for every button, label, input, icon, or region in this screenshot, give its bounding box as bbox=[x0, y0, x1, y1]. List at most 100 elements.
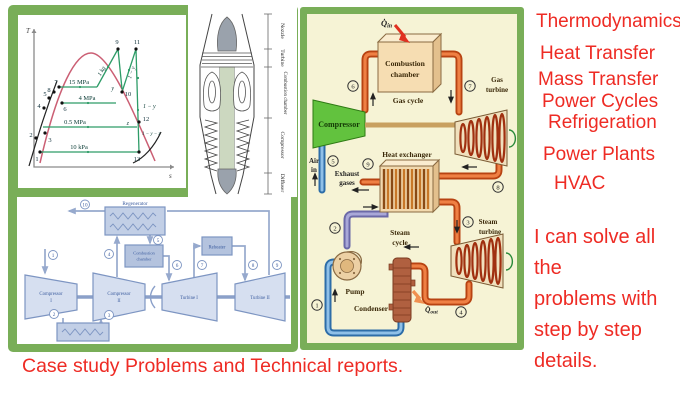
gas-turbine-schematic-figure: Regenerator Combustion chamber Reheater … bbox=[24, 199, 290, 342]
svg-text:Compressor: Compressor bbox=[107, 292, 131, 297]
ts-axis-y-label: T bbox=[26, 27, 31, 35]
topic-power-plants: Power Plants bbox=[543, 144, 655, 165]
topic-hvac: HVAC bbox=[554, 173, 606, 194]
regenerator-box bbox=[104, 206, 166, 236]
steam-turbine-label: Steam bbox=[479, 218, 498, 226]
steam-cycle-label2: cycle bbox=[392, 238, 408, 247]
svg-text:4: 4 bbox=[108, 252, 111, 258]
pitch-line-2: problems with bbox=[534, 288, 658, 310]
q-in-arrow bbox=[393, 24, 410, 43]
turbine1-shape bbox=[161, 272, 218, 322]
svg-text:9: 9 bbox=[115, 39, 118, 46]
svg-text:12: 12 bbox=[143, 116, 150, 123]
q-out-label: Q̇out bbox=[425, 304, 438, 316]
shaft-rotation-symbol bbox=[149, 285, 156, 309]
turbine2-shape bbox=[234, 272, 286, 322]
compressor-component bbox=[312, 99, 366, 149]
left-collage-panel: T s bbox=[8, 5, 298, 352]
svg-text:6: 6 bbox=[176, 263, 179, 269]
svg-text:1: 1 bbox=[315, 302, 318, 309]
engine-nozzle-cone bbox=[217, 16, 237, 52]
ts-axis-x-label: s bbox=[169, 172, 172, 180]
reheater-box bbox=[201, 236, 233, 256]
services-column: Thermodynamics Heat Transfer Mass Transf… bbox=[530, 6, 680, 377]
engine-combustion-tubes bbox=[203, 71, 251, 112]
air-in-label: Air bbox=[309, 157, 319, 165]
svg-text:3: 3 bbox=[466, 219, 470, 226]
exhaust-gases-label2: gases bbox=[339, 179, 355, 187]
svg-text:10 kPa: 10 kPa bbox=[70, 144, 88, 151]
svg-text:1 − y − z: 1 − y − z bbox=[142, 132, 160, 137]
heat-exchanger-component bbox=[378, 158, 441, 214]
compressor2-shape bbox=[92, 272, 146, 322]
combustion-chamber-component bbox=[376, 32, 443, 94]
ts-axes bbox=[31, 29, 174, 170]
svg-text:Turbine: Turbine bbox=[279, 49, 285, 67]
svg-text:6: 6 bbox=[351, 83, 355, 90]
combined-cycle-figure: Combustion chamber Q̇in Compressor bbox=[309, 18, 517, 337]
svg-text:Turbine II: Turbine II bbox=[250, 296, 270, 301]
condenser-component bbox=[388, 257, 416, 323]
svg-text:Diffuser: Diffuser bbox=[279, 174, 286, 193]
compressor1-shape bbox=[24, 274, 78, 320]
svg-text:9: 9 bbox=[366, 161, 370, 168]
ts-state-points bbox=[34, 47, 141, 154]
engine-compressor-coils bbox=[203, 119, 251, 172]
svg-text:2: 2 bbox=[53, 312, 56, 318]
svg-text:I: I bbox=[50, 299, 52, 304]
engine-shaft-body bbox=[219, 66, 235, 174]
svg-text:5: 5 bbox=[157, 238, 160, 244]
svg-text:Compressor: Compressor bbox=[279, 131, 285, 158]
svg-text:6: 6 bbox=[63, 106, 67, 113]
topic-thermodynamics: Thermodynamics bbox=[536, 11, 680, 32]
svg-text:Nozzle: Nozzle bbox=[279, 23, 285, 39]
svg-text:4: 4 bbox=[37, 103, 41, 110]
steam-turbine-rotation-icon bbox=[505, 252, 514, 271]
pitch-line-4: details. bbox=[534, 350, 598, 372]
svg-text:y: y bbox=[110, 86, 114, 92]
topic-mass-transfer: Mass Transfer bbox=[538, 69, 659, 90]
q-in-label: Q̇in bbox=[381, 18, 393, 30]
svg-text:8: 8 bbox=[496, 184, 500, 191]
air-in-label2: in bbox=[311, 166, 317, 174]
schematic-labels: Regenerator Combustion chamber Reheater … bbox=[39, 201, 270, 304]
svg-text:4: 4 bbox=[459, 309, 463, 316]
engine-dimension-line bbox=[264, 13, 272, 195]
engine-section-labels: Nozzle Turbine Combustion chamber Compre… bbox=[279, 23, 287, 192]
flow-direction-arrows bbox=[312, 90, 477, 302]
gas-cycle-label: Gas cycle bbox=[393, 96, 424, 105]
engine-inlet-cone bbox=[217, 168, 237, 195]
combustion-chamber-box bbox=[124, 244, 164, 268]
pitch-line-1: I can solve all the bbox=[534, 226, 656, 279]
topic-refrigeration: Refrigeration bbox=[548, 112, 657, 133]
svg-text:Turbine I: Turbine I bbox=[180, 296, 198, 301]
svg-text:1: 1 bbox=[35, 156, 38, 163]
water-pipes bbox=[318, 140, 405, 337]
jet-engine-box: Nozzle Turbine Combustion chamber Compre… bbox=[188, 5, 297, 197]
steam-turbine-component bbox=[450, 233, 504, 289]
ts-fraction-labels: 1 kg 1 − y y z 1 − y 1 − y − z bbox=[97, 65, 160, 137]
svg-text:10: 10 bbox=[125, 91, 132, 98]
compressor-label: Compressor bbox=[318, 120, 360, 129]
svg-text:5: 5 bbox=[43, 91, 46, 98]
pitch-text: I can solve all the problems with step b… bbox=[534, 222, 680, 377]
svg-text:8: 8 bbox=[252, 263, 255, 269]
svg-text:chamber: chamber bbox=[136, 257, 152, 262]
schematic-state-numbers: 1 2 3 4 5 6 7 8 9 10 bbox=[48, 199, 282, 320]
gas-turbine-component bbox=[454, 109, 508, 167]
combined-cycle-panel: Combustion chamber Q̇in Compressor bbox=[300, 7, 524, 350]
engine-turbine-stages bbox=[201, 52, 253, 68]
schematic-pipes bbox=[41, 207, 270, 327]
svg-text:Compressor: Compressor bbox=[39, 292, 63, 297]
gas-turbine-label: Gas bbox=[491, 76, 503, 84]
combustion-chamber-label2: chamber bbox=[391, 70, 420, 79]
svg-text:3: 3 bbox=[108, 313, 111, 319]
svg-text:Reheater: Reheater bbox=[208, 246, 225, 251]
ts-pressure-labels: 15 MPa 4 MPa 0.5 MPa 10 kPa bbox=[64, 79, 95, 151]
svg-text:15 MPa: 15 MPa bbox=[69, 79, 89, 86]
ts-point-labels: 1 2 3 4 5 6 7 8 9 10 11 12 13 bbox=[29, 39, 149, 163]
pump-component bbox=[332, 251, 362, 281]
schematic-turbomachines bbox=[24, 272, 286, 322]
gas-cycle-pipes bbox=[359, 50, 503, 306]
svg-text:13: 13 bbox=[134, 156, 141, 163]
